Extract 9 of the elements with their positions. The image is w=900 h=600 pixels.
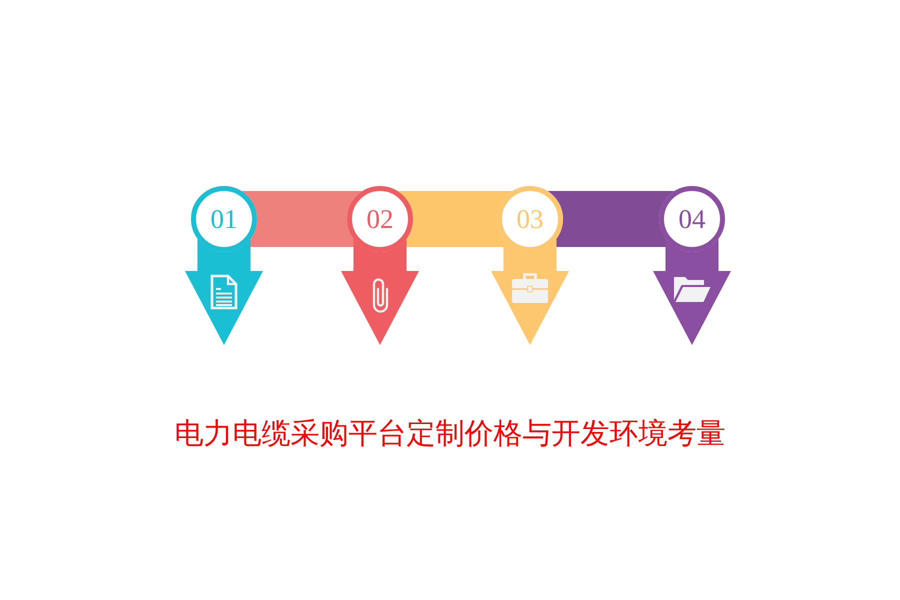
step-number: 03 <box>516 206 544 232</box>
connector-band <box>397 191 513 247</box>
connector-band <box>547 191 675 247</box>
step-number: 01 <box>210 206 238 232</box>
step-number: 04 <box>678 206 706 232</box>
title: 电力电缆采购平台定制价格与开发环境考量 <box>174 415 726 452</box>
step-number: 02 <box>366 206 394 232</box>
connector-band <box>241 191 363 247</box>
down-arrow <box>341 238 419 345</box>
